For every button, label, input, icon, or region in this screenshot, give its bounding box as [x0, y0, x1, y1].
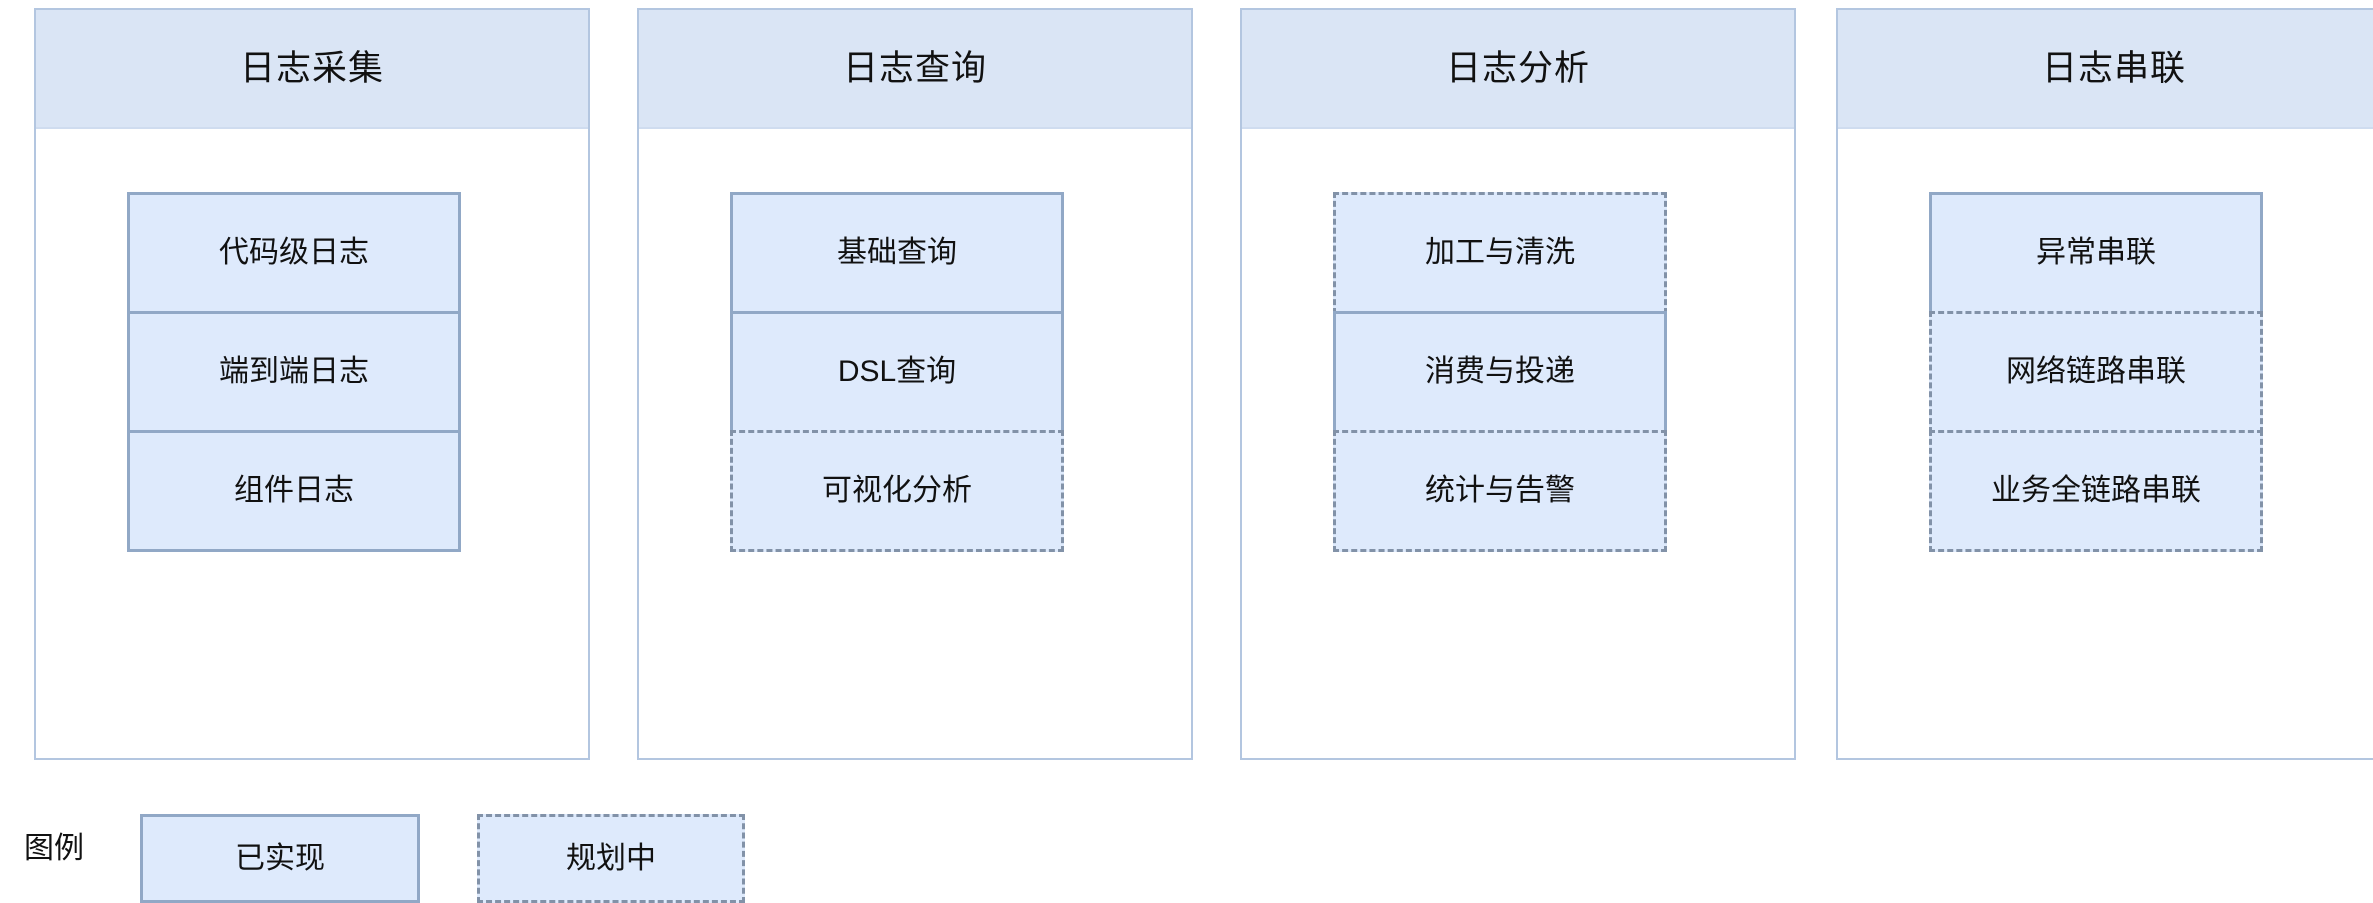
column-title: 日志查询 [842, 49, 987, 88]
card-code-level-log[interactable]: 代码级日志 [127, 192, 461, 314]
column-header-log-correlation: 日志串联 [1838, 10, 2373, 129]
column-log-analysis: 日志分析 加工与清洗 消费与投递 统计与告警 [1240, 8, 1796, 760]
column-header-log-analysis: 日志分析 [1242, 10, 1794, 129]
card-label: 可视化分析 [822, 474, 972, 507]
column-title: 日志采集 [239, 49, 384, 88]
legend-swatch-label: 规划中 [566, 841, 656, 875]
column-title: 日志分析 [1445, 49, 1590, 88]
column-header-log-collection: 日志采集 [36, 10, 588, 129]
column-log-collection: 日志采集 代码级日志 端到端日志 组件日志 [34, 8, 590, 760]
card-dsl-query[interactable]: DSL查询 [730, 311, 1064, 433]
card-processing-and-cleaning[interactable]: 加工与清洗 [1333, 192, 1667, 314]
column-body-log-analysis: 加工与清洗 消费与投递 统计与告警 [1242, 129, 1794, 758]
card-label: 端到端日志 [219, 355, 369, 388]
card-label: 代码级日志 [219, 236, 369, 269]
card-network-link-correlation[interactable]: 网络链路串联 [1929, 311, 2263, 433]
card-component-log[interactable]: 组件日志 [127, 430, 461, 552]
column-body-log-collection: 代码级日志 端到端日志 组件日志 [36, 129, 588, 758]
column-body-log-query: 基础查询 DSL查询 可视化分析 [639, 129, 1191, 758]
card-statistics-and-alerting[interactable]: 统计与告警 [1333, 430, 1667, 552]
legend: 图例 已实现 规划中 [0, 812, 2373, 903]
card-label: 异常串联 [2036, 236, 2156, 269]
legend-swatch-label: 已实现 [235, 841, 325, 875]
legend-swatch-implemented: 已实现 [140, 814, 420, 903]
card-end-to-end-log[interactable]: 端到端日志 [127, 311, 461, 433]
card-label: 统计与告警 [1425, 474, 1575, 507]
card-label: DSL查询 [837, 355, 957, 388]
column-log-query: 日志查询 基础查询 DSL查询 可视化分析 [637, 8, 1193, 760]
column-header-log-query: 日志查询 [639, 10, 1191, 129]
legend-swatch-planned: 规划中 [477, 814, 745, 903]
card-label: 基础查询 [837, 236, 957, 269]
legend-title: 图例 [24, 832, 84, 865]
card-consumption-and-delivery[interactable]: 消费与投递 [1333, 311, 1667, 433]
card-label: 网络链路串联 [2006, 355, 2186, 388]
card-label: 组件日志 [234, 474, 354, 507]
column-body-log-correlation: 异常串联 网络链路串联 业务全链路串联 [1838, 129, 2373, 758]
column-log-correlation: 日志串联 异常串联 网络链路串联 业务全链路串联 [1836, 8, 2373, 760]
card-label: 业务全链路串联 [1991, 474, 2201, 507]
card-business-full-link-correlation[interactable]: 业务全链路串联 [1929, 430, 2263, 552]
card-exception-correlation[interactable]: 异常串联 [1929, 192, 2263, 314]
card-label: 消费与投递 [1425, 355, 1575, 388]
card-basic-query[interactable]: 基础查询 [730, 192, 1064, 314]
column-title: 日志串联 [2041, 49, 2186, 88]
card-visual-analysis[interactable]: 可视化分析 [730, 430, 1064, 552]
card-label: 加工与清洗 [1425, 236, 1575, 269]
